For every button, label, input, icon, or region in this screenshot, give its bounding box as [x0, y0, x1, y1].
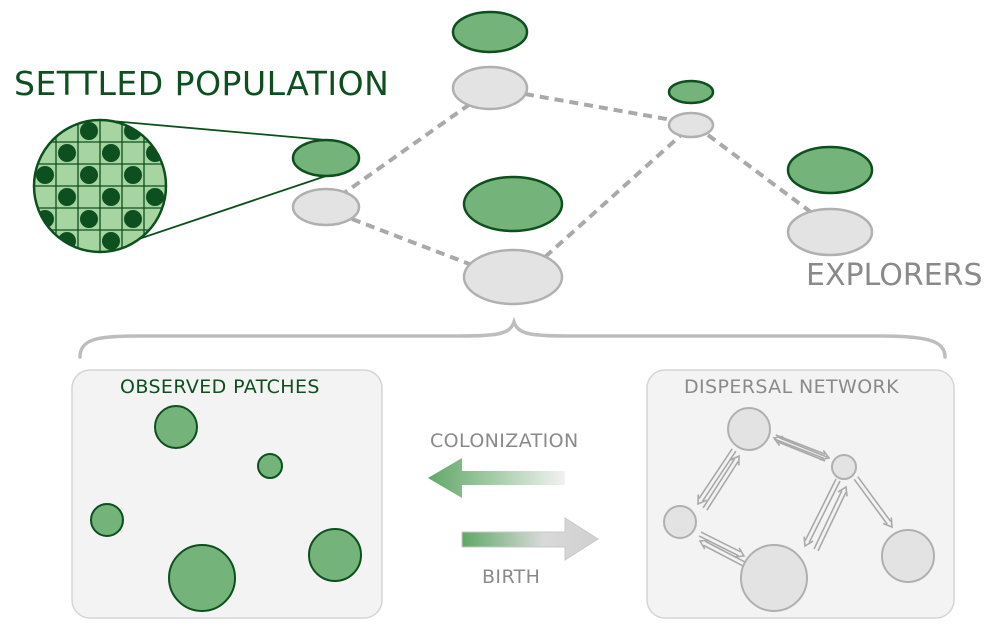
arrow-head	[698, 539, 710, 550]
arrow-head	[803, 536, 814, 548]
arrow-head	[734, 547, 746, 558]
arrow-head	[837, 485, 848, 497]
explorers-label: EXPLORERS	[806, 258, 983, 293]
colonization-label: COLONIZATION	[430, 430, 579, 452]
arrow-shaft	[698, 535, 739, 557]
individual-dot	[124, 210, 142, 228]
arrow-shaft	[700, 531, 741, 553]
dispersal-network-label: DISPERSAL NETWORK	[684, 376, 900, 398]
settled-nodes	[291, 10, 874, 233]
arrow-head	[772, 435, 784, 447]
individual-dot	[80, 122, 98, 140]
arrow-shaft	[853, 478, 888, 525]
individual-dot	[36, 166, 54, 184]
edge	[338, 102, 472, 198]
individual-dot	[146, 188, 164, 206]
edge	[524, 92, 673, 122]
arrow-shaft	[804, 478, 837, 541]
network-node	[881, 529, 935, 583]
explorer-node	[291, 187, 361, 227]
settled-population-label: SETTLED POPULATION	[14, 64, 390, 103]
arrow-shaft	[703, 544, 744, 567]
curly-brace	[78, 316, 947, 359]
arrow-shaft	[779, 437, 828, 458]
network-node	[727, 407, 771, 451]
magnified-population	[32, 118, 168, 254]
settled-node	[462, 175, 564, 233]
patch-circle	[308, 528, 362, 582]
settled-node	[786, 145, 874, 195]
individual-dot	[102, 144, 120, 162]
individual-dot	[80, 166, 98, 184]
network-node	[663, 505, 697, 539]
observed-patch-circles	[90, 405, 362, 612]
network-edges	[338, 92, 814, 267]
arrow-head	[882, 517, 893, 529]
edge	[706, 133, 814, 215]
explorer-node	[667, 111, 715, 139]
individual-dot	[36, 122, 54, 140]
settled-node	[291, 138, 361, 178]
explorer-nodes	[291, 65, 874, 306]
patch-circle	[257, 453, 283, 479]
arrow-shaft	[775, 434, 826, 455]
arrow-head	[730, 454, 740, 466]
arrow-shaft	[817, 492, 847, 552]
explorer-node	[462, 248, 564, 306]
network-node	[831, 454, 857, 480]
birth-arrow	[461, 517, 599, 561]
edge	[543, 134, 682, 259]
edge	[351, 217, 473, 267]
individual-dot	[102, 188, 120, 206]
patch-circle	[168, 544, 236, 612]
arrow-shaft	[702, 458, 736, 509]
arrow-shaft	[706, 460, 739, 511]
network-node	[740, 544, 808, 612]
dispersal-arrows	[697, 434, 893, 567]
patch-circle	[154, 405, 198, 449]
arrow-shaft	[808, 480, 841, 543]
arrow-head	[819, 449, 831, 461]
arrow-shaft	[777, 441, 826, 462]
arrow-shaft	[773, 438, 824, 459]
arrow-shaft	[857, 476, 892, 523]
individual-dot	[124, 166, 142, 184]
arrow-shaft	[813, 490, 843, 550]
settled-node	[667, 79, 715, 105]
colonization-arrow	[428, 458, 565, 498]
birth-label: BIRTH	[482, 566, 541, 588]
individual-dot	[58, 144, 76, 162]
arrow-shaft	[698, 448, 733, 500]
individual-dot	[58, 188, 76, 206]
settled-node	[451, 10, 529, 54]
observed-patches-label: OBSERVED PATCHES	[120, 376, 320, 398]
individual-dot	[102, 232, 120, 250]
arrow-head	[697, 494, 707, 506]
individual-dot	[80, 210, 98, 228]
explorer-node	[451, 65, 529, 111]
explorer-node	[786, 207, 874, 257]
dispersal-nodes	[663, 407, 935, 612]
patch-circle	[90, 503, 124, 537]
observed-patches-panel	[71, 369, 383, 619]
callout-line	[99, 119, 327, 141]
arrow-shaft	[705, 540, 746, 563]
